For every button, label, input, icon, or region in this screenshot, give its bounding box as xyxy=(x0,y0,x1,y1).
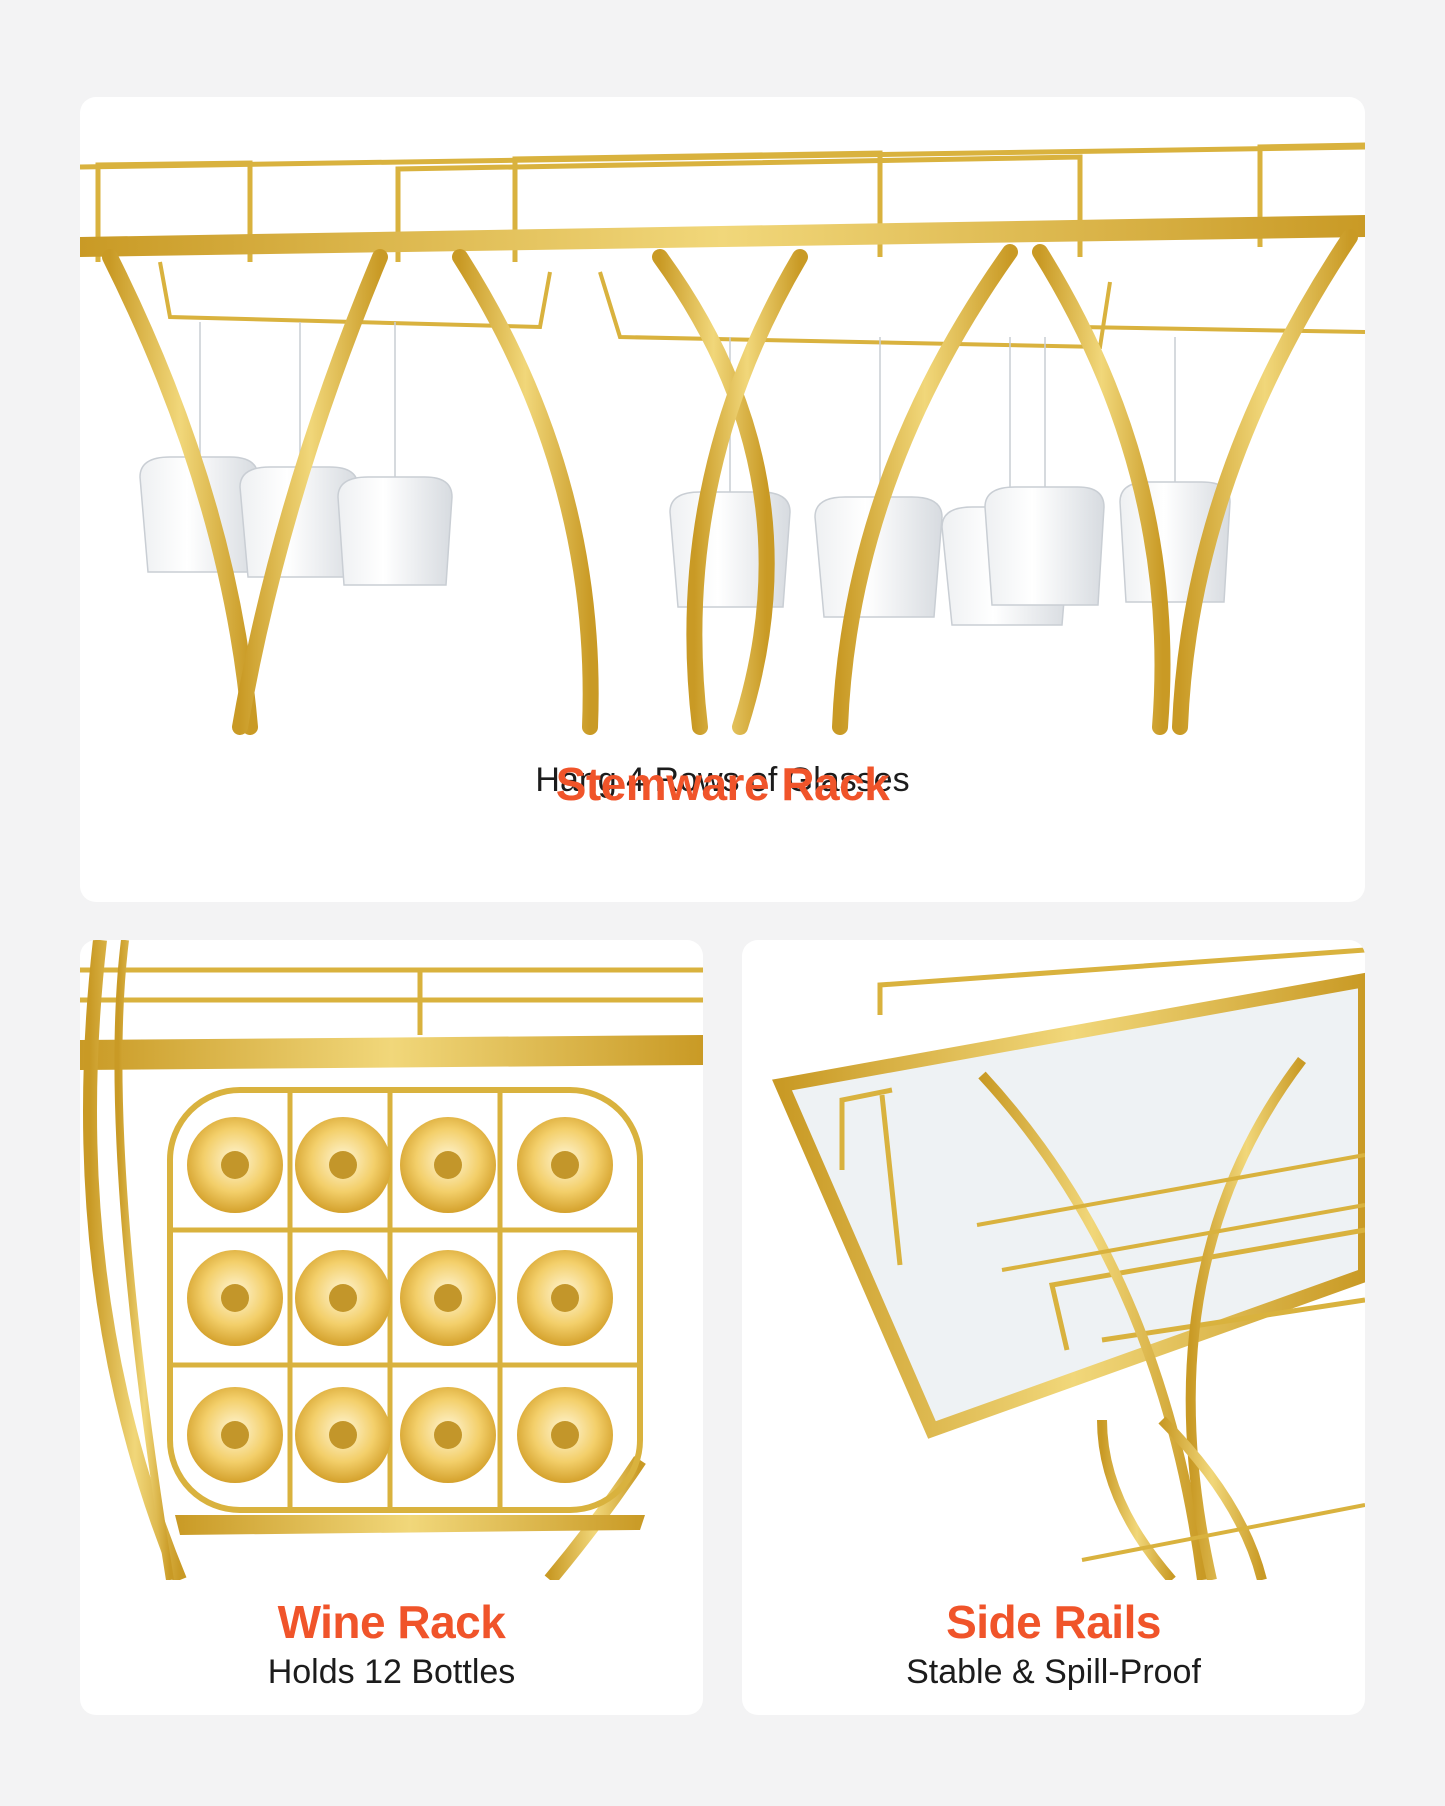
rails-caption: Side Rails Stable & Spill-Proof xyxy=(742,1595,1365,1692)
stemware-rack-card: Stemware Rack Hang 4 Rows of Glasses xyxy=(80,97,1365,902)
rails-title: Side Rails xyxy=(946,1596,1161,1648)
stemware-caption: Stemware Rack Hang 4 Rows of Glasses xyxy=(80,757,1365,810)
wine-caption: Wine Rack Holds 12 Bottles xyxy=(80,1595,703,1692)
wine-title: Wine Rack xyxy=(277,1596,506,1648)
stemware-subtitle: Hang 4 Rows of Glasses xyxy=(535,761,910,799)
rails-subtitle: Stable & Spill-Proof xyxy=(906,1653,1201,1691)
stemware-rack-photo xyxy=(80,142,1365,735)
wine-subtitle: Holds 12 Bottles xyxy=(267,1653,516,1691)
wine-rack-photo xyxy=(80,940,703,1580)
side-rails-photo xyxy=(772,947,1365,1580)
wine-rack-card: Wine Rack Holds 12 Bottles xyxy=(80,940,703,1715)
stemware-title: Stemware Rack xyxy=(555,758,890,810)
wine-bottles xyxy=(187,1117,613,1483)
side-rails-card: Side Rails Stable & Spill-Proof xyxy=(742,940,1365,1715)
